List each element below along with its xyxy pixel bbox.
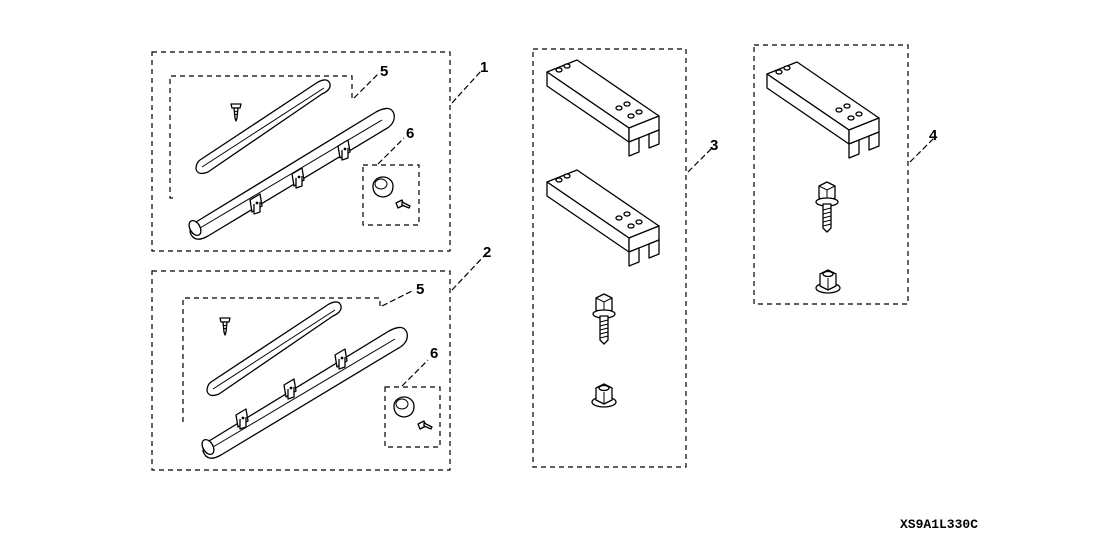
assembly-1-box — [151, 51, 451, 252]
leader-line-1 — [451, 69, 483, 104]
bumper-cap-icon — [372, 176, 394, 198]
callout-6: 6 — [406, 125, 414, 142]
leader-line-2 — [451, 254, 486, 291]
flange-bolt-icon — [815, 181, 839, 233]
mounting-bracket-icon — [546, 169, 660, 267]
callout-2: 2 — [483, 244, 491, 261]
running-board-bar-icon — [186, 107, 395, 240]
bracket-tab-icon — [235, 408, 249, 430]
sub-kit-6b-box — [384, 386, 441, 448]
leader-line-3 — [687, 147, 713, 173]
callout-3: 3 — [710, 137, 718, 154]
assembly-2-box — [151, 270, 451, 471]
small-screw-icon — [395, 199, 411, 209]
running-board-bar-icon — [199, 326, 408, 459]
leader-line-6b — [401, 359, 429, 387]
leader-line-6a — [377, 137, 405, 165]
callout-4: 4 — [929, 127, 938, 144]
callout-1: 1 — [480, 59, 488, 76]
sub-kit-5a-box — [169, 75, 353, 199]
bracket-tab-icon — [334, 348, 348, 370]
leader-line-5a — [353, 73, 379, 99]
mounting-bracket-icon — [766, 61, 880, 159]
leader-line-4 — [909, 137, 935, 163]
small-screw-icon — [417, 420, 433, 430]
assembly-4-box — [753, 44, 909, 305]
flange-nut-icon — [815, 269, 841, 294]
leader-line-5b — [381, 289, 415, 307]
callout-6: 6 — [430, 345, 438, 362]
bumper-cap-icon — [393, 396, 415, 418]
flange-nut-icon — [591, 383, 617, 408]
bracket-tab-icon — [283, 378, 297, 400]
mounting-bracket-icon — [546, 59, 660, 157]
screw-icon — [230, 103, 242, 122]
assembly-3-box — [532, 48, 687, 468]
diagram-code: XS9A1L330C — [900, 517, 978, 532]
screw-icon — [219, 317, 231, 336]
callout-5: 5 — [416, 281, 424, 298]
flange-bolt-icon — [592, 293, 616, 345]
sub-kit-6a-box — [362, 164, 420, 226]
callout-5: 5 — [380, 63, 388, 80]
